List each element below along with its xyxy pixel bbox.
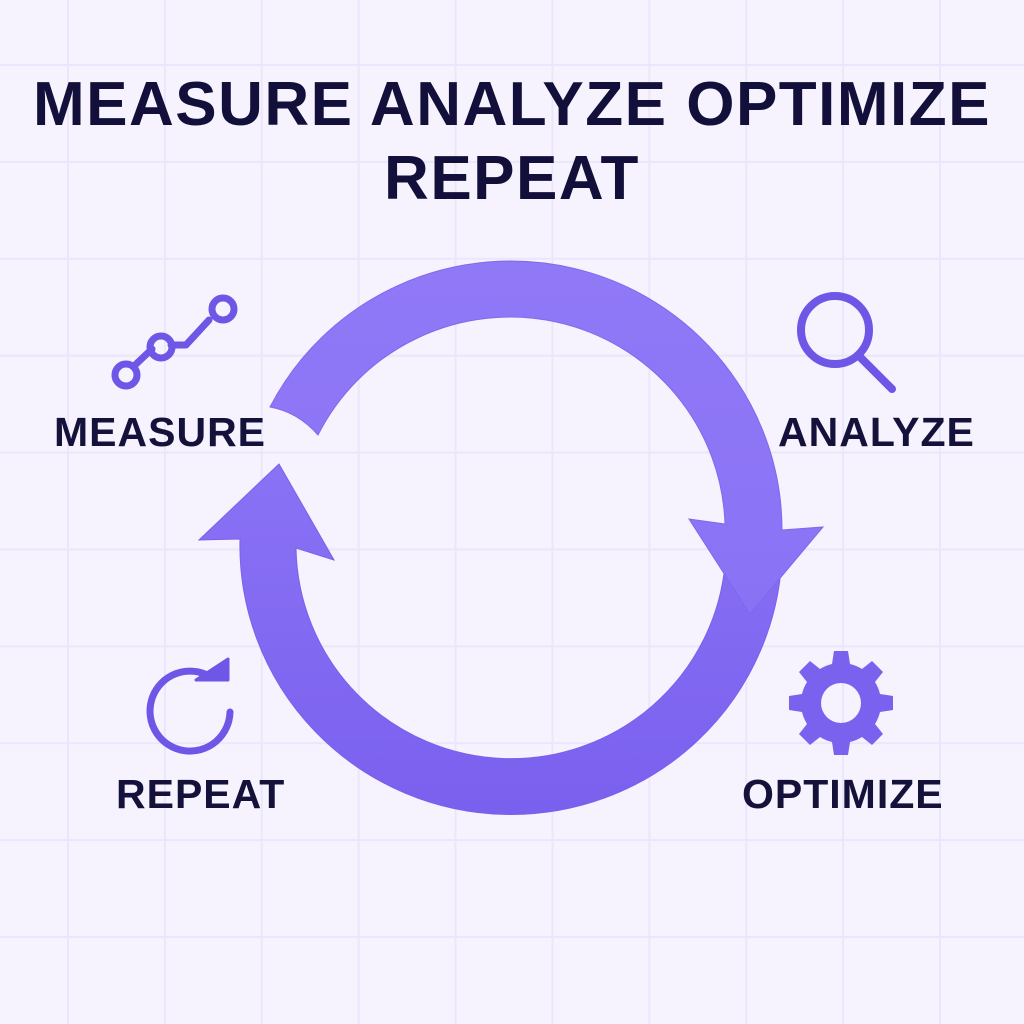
refresh-icon [146,657,234,755]
line-chart-icon [111,294,238,390]
step-label-measure: MEASURE [54,409,267,455]
title-line-1: MEASURE ANALYZE OPTIMIZE [32,70,992,139]
gear-icon [789,651,893,755]
title-line-2: REPEAT [384,144,640,213]
magnifier-icon [797,292,896,393]
step-label-repeat: REPEAT [116,771,286,817]
bottom-arc-arrow [197,463,783,816]
top-arc-arrow [269,260,825,615]
step-label-analyze: ANALYZE [778,409,975,455]
step-label-optimize: OPTIMIZE [742,771,944,817]
